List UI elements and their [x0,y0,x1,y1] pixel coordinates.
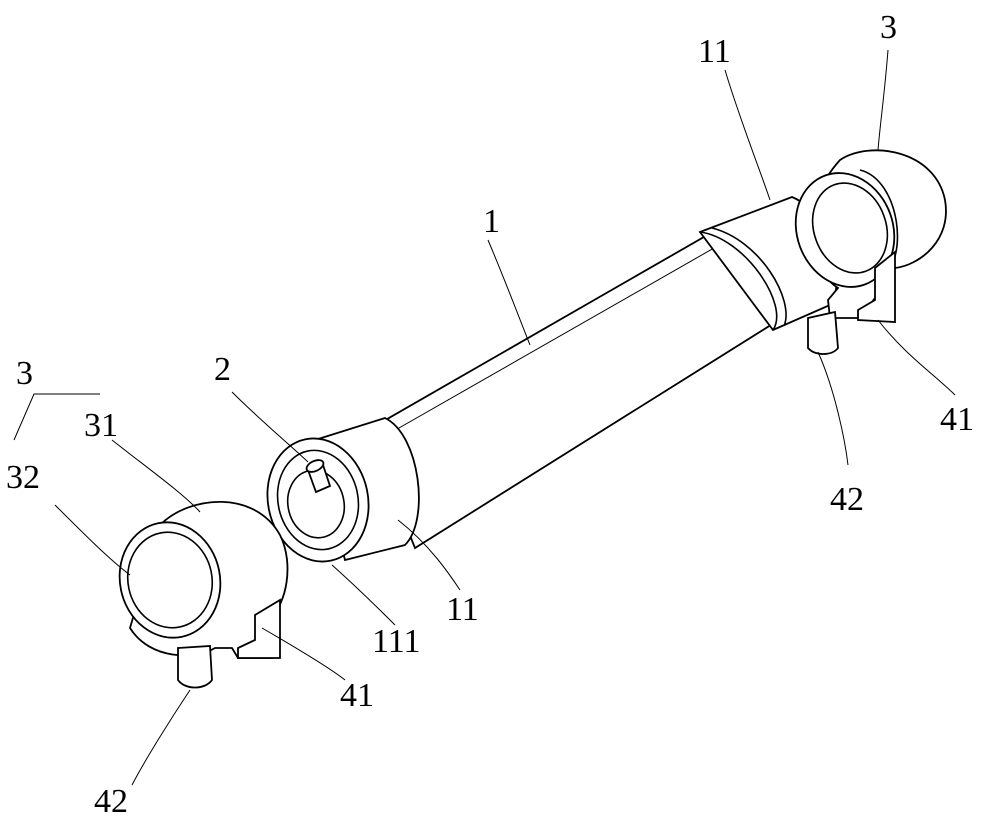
label-31: 31 [84,407,118,444]
label-111: 111 [372,623,420,660]
label-2: 2 [214,351,231,388]
label-41-right: 41 [940,401,974,438]
label-11-upper: 11 [698,33,731,70]
label-41-left: 41 [340,677,374,714]
label-1: 1 [483,203,500,240]
label-3-left: 3 [16,355,33,392]
left-end-cap [109,502,287,688]
label-42-left: 42 [94,783,128,820]
label-32: 32 [6,459,40,496]
right-end-cap [780,150,946,354]
tube-body [368,222,782,548]
label-3-right: 3 [880,9,897,46]
label-42-right: 42 [830,481,864,518]
label-11-lower: 11 [446,591,479,628]
